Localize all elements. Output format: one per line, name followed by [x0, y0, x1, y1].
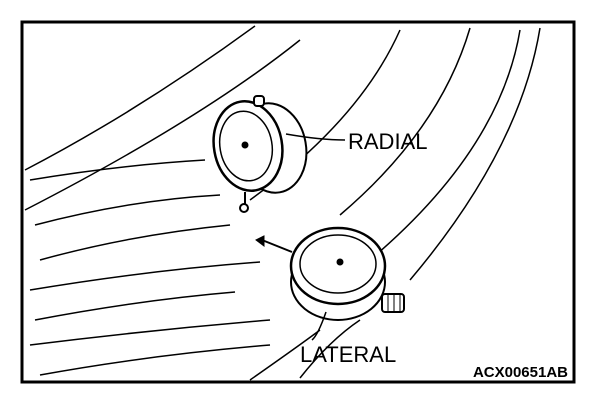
- figure-frame: [20, 20, 576, 384]
- lateral-dial-indicator: [255, 226, 405, 321]
- leader-lines: [285, 133, 346, 341]
- radial-label: RADIAL: [348, 129, 427, 154]
- tire-contour: [24, 25, 541, 381]
- lateral-label: LATERAL: [300, 342, 396, 367]
- figure-code: ACX00651AB: [473, 364, 568, 381]
- lateral-leader-line: [311, 311, 327, 341]
- radial-leader-line: [285, 133, 346, 141]
- radial-dial-indicator: [212, 95, 308, 213]
